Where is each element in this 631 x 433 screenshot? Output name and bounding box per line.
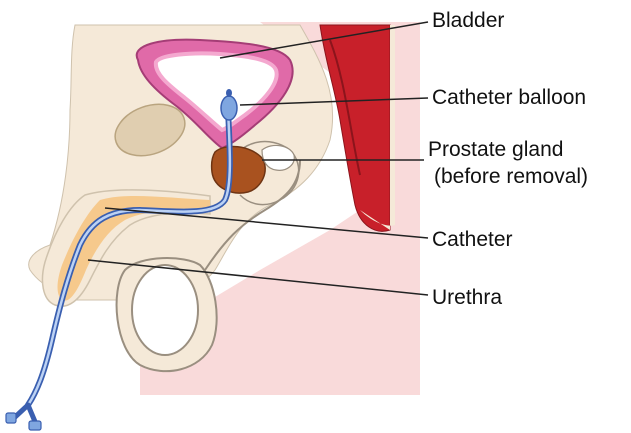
label-prostate-before-removal: (before removal) [434,165,588,189]
catheter-balloon-shape [221,96,237,120]
connector-port-left [6,413,16,423]
label-catheter-balloon: Catheter balloon [432,86,586,110]
label-prostate-gland: Prostate gland [428,138,563,162]
label-catheter: Catheter [432,228,513,252]
label-urethra: Urethra [432,286,502,310]
connector-port-right [29,421,41,430]
prostate-gland [212,146,266,193]
testis [132,265,198,355]
label-bladder: Bladder [432,9,504,33]
catheter-tip [226,89,232,97]
